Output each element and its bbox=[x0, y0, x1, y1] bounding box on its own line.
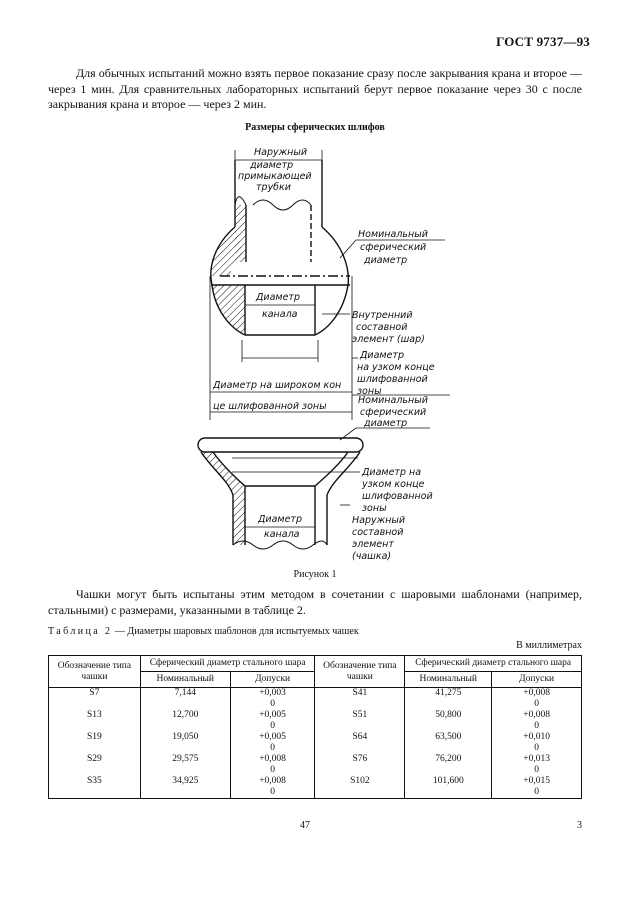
header-tolerance-left: Допуски bbox=[229, 671, 316, 688]
page-number-internal: 47 bbox=[300, 820, 310, 831]
label-outer-tube-3: примыкающей bbox=[238, 171, 312, 182]
label-channel-1-b: канала bbox=[262, 309, 298, 320]
label-inner-element-c: элемент (шар) bbox=[352, 334, 425, 345]
ball-lower-hatching bbox=[212, 285, 245, 335]
label-outer-tube-4: трубки bbox=[256, 182, 291, 193]
header-type-right: Обозначение типа чашки bbox=[314, 655, 406, 688]
label-inner-element-a: Внутренний bbox=[352, 310, 413, 321]
standard-number: ГОСТ 9737—93 bbox=[496, 34, 590, 49]
label-outer-cup-b: составной bbox=[352, 527, 403, 538]
cell-type: S29 bbox=[48, 754, 141, 776]
cell-nominal: 76,200 bbox=[404, 754, 493, 776]
cell-nominal: 34,925 bbox=[139, 776, 231, 799]
cell-type: S76 bbox=[314, 754, 406, 776]
cell-type: S35 bbox=[48, 776, 141, 799]
label-outer-cup-d: (чашка) bbox=[352, 551, 391, 562]
cell-nominal: 63,500 bbox=[404, 732, 493, 754]
label-outer-cup-c: элемент bbox=[352, 539, 394, 550]
label-inner-element-b: составной bbox=[356, 322, 407, 333]
label-outer-cup-a: Наружный bbox=[352, 515, 405, 526]
table-caption-text: — Диаметры шаровых шаблонов для испытуем… bbox=[112, 626, 359, 637]
label-channel-1-a: Диаметр bbox=[255, 292, 300, 303]
label-nominal-sphere-2-b: сферический bbox=[360, 407, 426, 418]
label-nominal-sphere-1-a: Номинальный bbox=[358, 229, 428, 240]
cell-nominal: 29,575 bbox=[139, 754, 231, 776]
page-number: 3 bbox=[577, 820, 582, 831]
figure-title: Размеры сферических шлифов bbox=[245, 122, 385, 133]
label-narrow-1-d: зоны bbox=[357, 386, 382, 397]
cell-type: S7 bbox=[48, 687, 141, 710]
cell-type: S64 bbox=[314, 732, 406, 754]
cell-type: S41 bbox=[314, 687, 406, 710]
header-nominal-left: Номинальный bbox=[139, 671, 231, 688]
table-units: В миллиметрах bbox=[516, 640, 582, 651]
label-channel-2-b: канала bbox=[264, 529, 300, 540]
paragraph-table-reference: Чашки могут быть испытаны этим методом в… bbox=[48, 587, 582, 617]
header-tolerance-right: Допуски bbox=[491, 671, 582, 688]
label-narrow-2-b: узком конце bbox=[361, 479, 425, 490]
label-nominal-sphere-1-b: сферический bbox=[360, 242, 426, 253]
cell-nominal: 7,144 bbox=[139, 687, 231, 710]
header-nominal-right: Номинальный bbox=[404, 671, 493, 688]
header-type-left: Обозначение типа чашки bbox=[48, 655, 141, 688]
figure-caption: Рисунок 1 bbox=[293, 569, 337, 580]
label-nominal-sphere-1-c: диаметр bbox=[363, 255, 407, 266]
header-spherical-left: Сферический диаметр стального шара bbox=[139, 655, 316, 672]
cell-nominal: 19,050 bbox=[139, 732, 231, 754]
label-nominal-sphere-2-c: диаметр bbox=[363, 418, 407, 429]
table-caption-prefix: Таблица 2 bbox=[48, 626, 113, 637]
label-outer-tube-2: диаметр bbox=[249, 160, 293, 171]
header-spherical-right: Сферический диаметр стального шара bbox=[404, 655, 582, 672]
spherical-joint-drawing: Наружный диаметр примыкающей трубки Номи… bbox=[197, 147, 450, 562]
cell-nominal: 41,275 bbox=[404, 687, 493, 710]
label-wide-end-b: це шлифованной зоны bbox=[213, 401, 327, 412]
cup-wall-hatching bbox=[201, 452, 245, 545]
cell-type: S102 bbox=[314, 776, 406, 799]
cell-nominal: 101,600 bbox=[404, 776, 493, 799]
label-channel-2-a: Диаметр bbox=[257, 514, 302, 525]
cell-nominal: 12,700 bbox=[139, 710, 231, 732]
cell-type: S19 bbox=[48, 732, 141, 754]
table-caption: Таблица 2 — Диаметры шаровых шаблонов дл… bbox=[48, 626, 359, 637]
drawing-labels: Наружный диаметр примыкающей трубки Номи… bbox=[212, 147, 435, 562]
label-wide-end-a: Диаметр на широком кон bbox=[212, 380, 341, 391]
label-nominal-sphere-2-a: Номинальный bbox=[358, 395, 428, 406]
cell-type: S13 bbox=[48, 710, 141, 732]
label-narrow-2-c: шлифованной bbox=[362, 491, 433, 502]
label-outer-tube-1: Наружный bbox=[254, 147, 307, 158]
label-narrow-1-c: шлифованной bbox=[357, 374, 428, 385]
intro-paragraph: Для обычных испытаний можно взять первое… bbox=[48, 66, 582, 111]
label-narrow-2-a: Диаметр на bbox=[361, 467, 421, 478]
ball-gauge-table: Обозначение типа чашки Сферический диаме… bbox=[48, 655, 582, 799]
cell-nominal: 50,800 bbox=[404, 710, 493, 732]
label-narrow-1-b: на узком конце bbox=[357, 362, 435, 373]
ball-upper-hatching bbox=[211, 227, 246, 276]
cell-type: S51 bbox=[314, 710, 406, 732]
label-narrow-1-a: Диаметр bbox=[359, 350, 404, 361]
label-narrow-2-d: зоны bbox=[362, 503, 387, 514]
